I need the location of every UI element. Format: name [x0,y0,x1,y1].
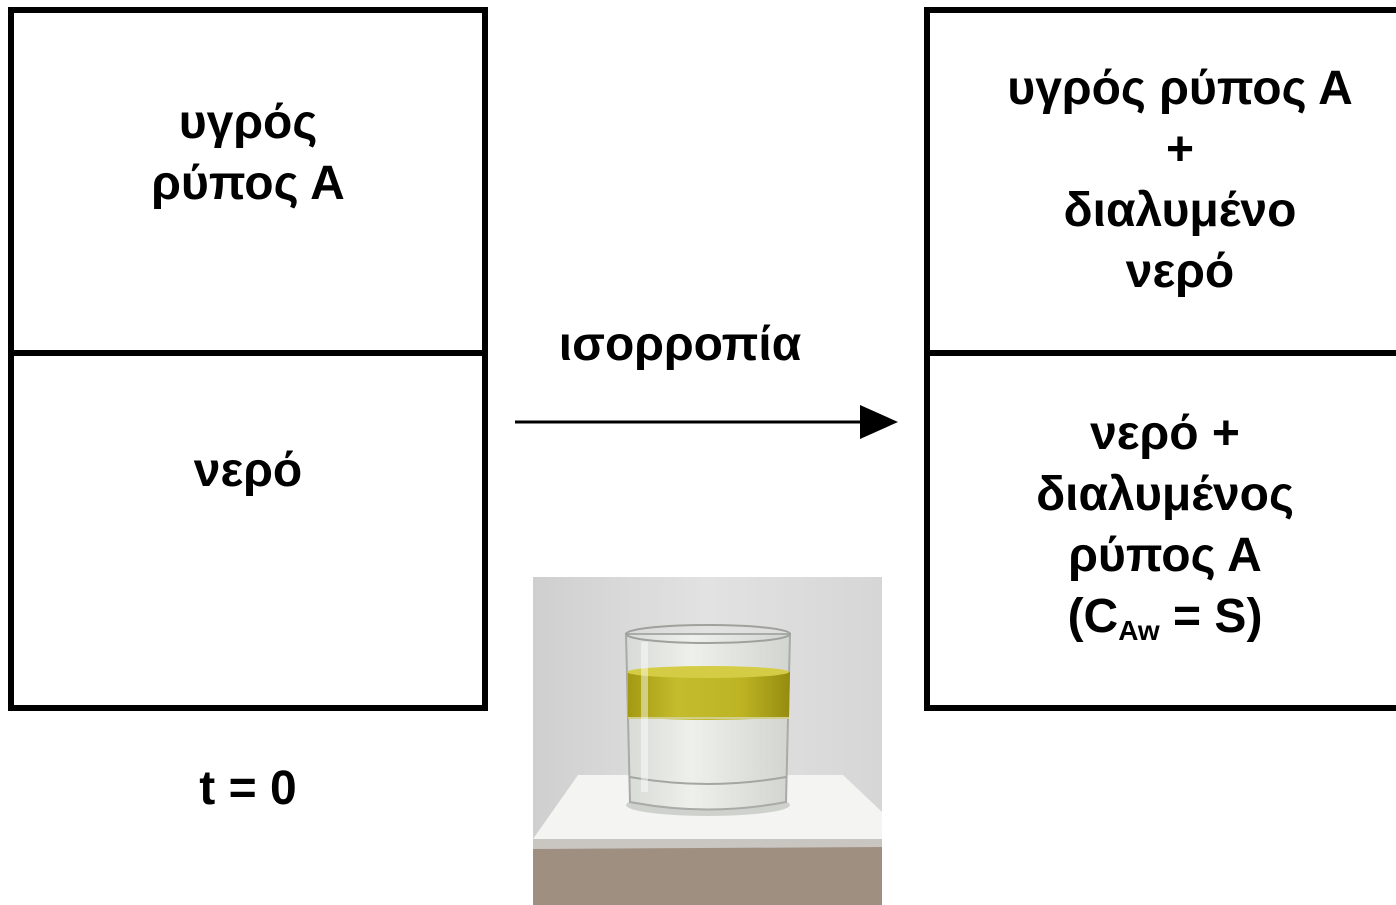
equation-open: (C [1067,590,1119,643]
oil-layer [628,672,790,720]
equation-subscript: Aw [1118,615,1160,646]
initial-phase-divider [8,350,488,356]
oil-surface [627,666,789,678]
equilibrium-bottom-phase-label: νερό + διαλυμένος ρύπος Α (CAw = S) [915,403,1396,647]
equilibrium-top-phase-label: υγρός ρύπος Α + διαλυμένο νερό [930,58,1396,302]
equilibrium-top-line-3: διαλυμένο [1063,184,1297,237]
initial-top-phase-line-1: υγρός [178,96,318,149]
glass-highlight [641,642,648,792]
initial-top-phase-line-2: ρύπος Α [151,157,345,210]
equilibrium-bottom-line-1: νερό + [1090,407,1240,460]
equilibrium-state-box [924,7,1396,711]
paper-edge [533,839,882,849]
table-surface [533,839,882,905]
initial-state-box [8,7,488,711]
equilibrium-equation: (CAw = S) [915,586,1396,647]
equilibrium-top-line-4: νερό [1125,245,1235,298]
glass-bottom-line [629,776,787,785]
arrow-head [860,405,898,439]
glass-photo [533,577,882,905]
equilibrium-phase-divider [924,350,1396,356]
process-arrow [515,405,898,439]
time-label: t = 0 [199,762,297,815]
equilibrium-bottom-line-2: διαλυμένος [1036,468,1294,521]
glass-rim [625,624,791,644]
initial-top-phase-label: υγρός ρύπος Α [8,92,488,214]
equilibrium-top-line-1: υγρός ρύπος Α [1007,62,1353,115]
initial-bottom-phase-label: νερό [193,444,303,497]
equilibrium-top-line-2: + [1165,123,1195,176]
equation-close: = S) [1159,590,1263,643]
process-label: ισορροπία [558,318,802,371]
equilibrium-bottom-line-3: ρύπος Α [1068,529,1262,582]
